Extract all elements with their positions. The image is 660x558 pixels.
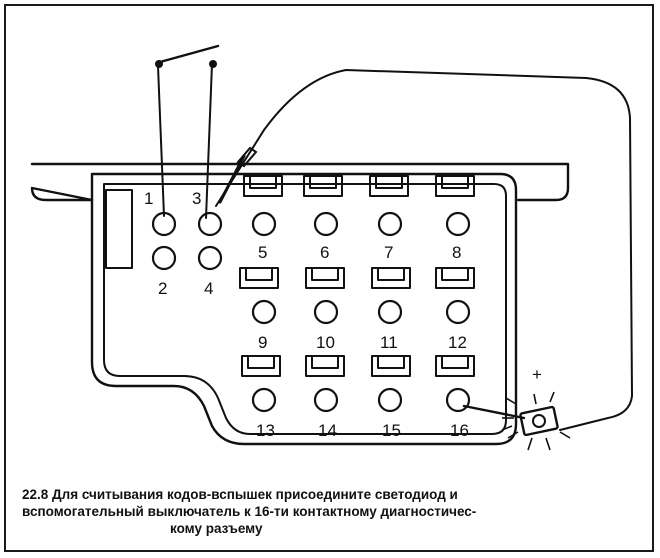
terminal-label-5: 5 xyxy=(258,243,267,262)
switch-wire-pin1 xyxy=(157,65,165,217)
terminal-5 xyxy=(251,211,277,237)
terminal-2 xyxy=(151,245,177,271)
caption-line-2: вспомогательный выключатель к 16-ти конт… xyxy=(22,504,477,519)
caption-line-3: кому разъему xyxy=(170,521,263,536)
terminal-label-13: 13 xyxy=(256,421,275,440)
terminal-label-4: 4 xyxy=(204,279,213,298)
terminal-11 xyxy=(377,299,403,325)
caption-line-1: 22.8 Для считывания кодов-вспышек присое… xyxy=(22,487,458,502)
terminal-label-8: 8 xyxy=(452,243,461,262)
figure-caption: 22.8 Для считывания кодов-вспышек присое… xyxy=(22,486,652,537)
key-slot xyxy=(105,189,133,269)
terminal-label-6: 6 xyxy=(320,243,329,262)
terminal-8 xyxy=(445,211,471,237)
probe-handle xyxy=(236,146,258,168)
terminal-10 xyxy=(313,299,339,325)
terminal-label-15: 15 xyxy=(382,421,401,440)
terminal-3 xyxy=(197,211,223,237)
connector-flange xyxy=(30,162,570,202)
connector-housing xyxy=(90,172,518,446)
terminal-16 xyxy=(445,387,471,413)
latch-tabs xyxy=(239,175,475,377)
terminal-9 xyxy=(251,299,277,325)
terminal-label-9: 9 xyxy=(258,333,267,352)
switch-terminals xyxy=(155,60,217,68)
terminal-label-10: 10 xyxy=(316,333,335,352)
led-light-rays-icon xyxy=(501,391,571,451)
terminal-label-12: 12 xyxy=(448,333,467,352)
terminal-label-14: 14 xyxy=(318,421,337,440)
terminal-15 xyxy=(377,387,403,413)
switch-wire-pin3 xyxy=(205,63,213,219)
connector-inner-contour xyxy=(103,183,507,435)
terminal-4 xyxy=(197,245,223,271)
terminal-label-16: 16 xyxy=(450,421,469,440)
led-polarity-label: + xyxy=(532,365,542,384)
terminal-14 xyxy=(313,387,339,413)
led-wire xyxy=(215,68,634,431)
switch-blade xyxy=(158,44,220,64)
led-indicator xyxy=(501,391,571,451)
led-lead-pin16 xyxy=(462,404,526,420)
terminal-label-7: 7 xyxy=(384,243,393,262)
terminal-label-1: 1 xyxy=(144,189,153,208)
terminal-label-3: 3 xyxy=(192,189,201,208)
terminal-12 xyxy=(445,299,471,325)
terminal-13 xyxy=(251,387,277,413)
terminal-label-2: 2 xyxy=(158,279,167,298)
terminal-label-11: 11 xyxy=(380,333,398,352)
terminal-7 xyxy=(377,211,403,237)
terminal-6 xyxy=(313,211,339,237)
